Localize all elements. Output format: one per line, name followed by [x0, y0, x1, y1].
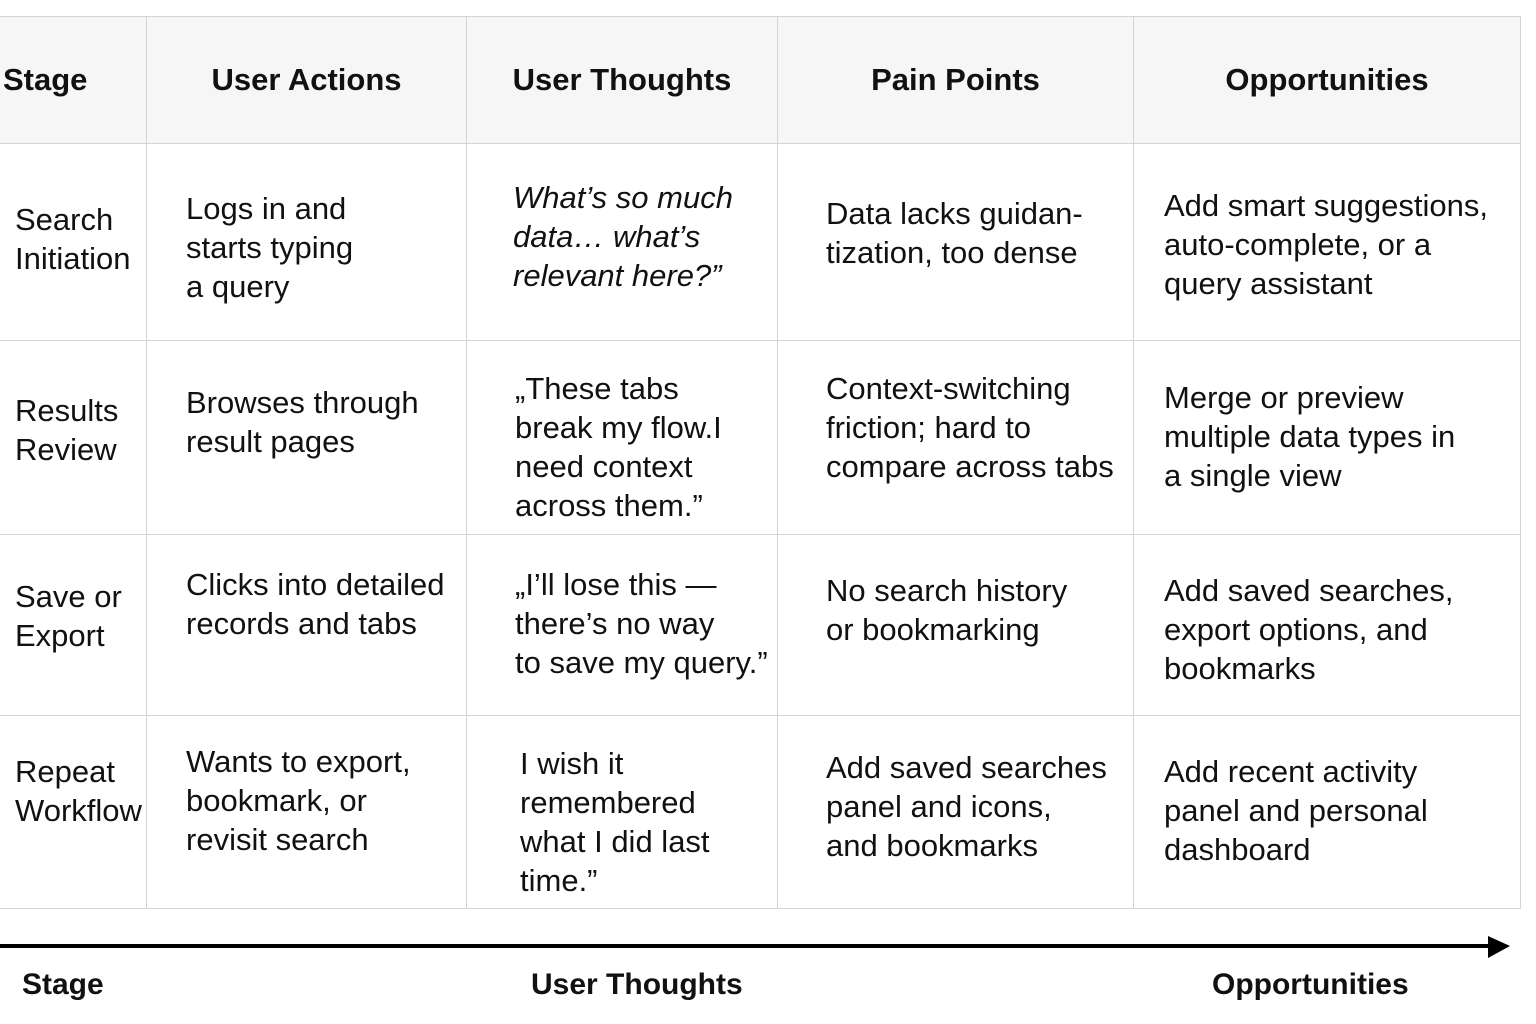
pain-cell: Context-switching friction; hard to comp…	[777, 340, 1134, 535]
thoughts-cell: „These tabs break my flow.I need context…	[466, 340, 778, 535]
thoughts-cell: „I’ll lose this — there’s no way to save…	[466, 534, 778, 716]
actions-cell: Browses through result pages	[146, 340, 467, 535]
stage-label: Results Review	[15, 393, 119, 467]
pain-cell: No search history or bookmarking	[777, 534, 1134, 716]
pain-cell: Data lacks guidan- tization, too dense	[777, 143, 1134, 341]
axis-label-opportunities: Opportunities	[1212, 968, 1409, 1001]
journey-map-table: Stage User Actions User Thoughts Pain Po…	[0, 16, 1521, 909]
opportunities-cell: Add smart suggestions, auto-complete, or…	[1133, 143, 1521, 341]
user-actions-text: Logs in and starts typing a query	[186, 191, 354, 304]
stage-label: Search Initiation	[15, 202, 131, 276]
user-actions-text: Browses through result pages	[186, 385, 419, 459]
journey-axis-arrow	[0, 936, 1510, 958]
stage-cell: Search Initiation	[0, 143, 147, 341]
thoughts-cell: What’s so much data… what’s relevant her…	[466, 143, 778, 341]
table-row: Search Initiation Logs in and starts typ…	[0, 143, 1521, 341]
stage-cell: Save or Export	[0, 534, 147, 716]
pain-points-text: Add saved searches panel and icons, and …	[826, 750, 1107, 863]
opportunities-cell: Merge or preview multiple data types in …	[1133, 340, 1521, 535]
user-thoughts-text: What’s so much data… what’s relevant her…	[513, 180, 733, 293]
opportunities-cell: Add saved searches, export options, and …	[1133, 534, 1521, 716]
user-actions-text: Wants to export, bookmark, or revisit se…	[186, 744, 411, 857]
opportunities-text: Add recent activity panel and personal d…	[1164, 754, 1428, 867]
actions-cell: Wants to export, bookmark, or revisit se…	[146, 715, 467, 909]
axis-label-stage: Stage	[22, 968, 104, 1001]
opportunities-text: Merge or preview multiple data types in …	[1164, 380, 1456, 493]
axis-label-user-thoughts: User Thoughts	[531, 968, 743, 1001]
pain-points-text: No search history or bookmarking	[826, 573, 1068, 647]
pain-points-text: Context-switching friction; hard to comp…	[826, 371, 1114, 484]
thoughts-cell: I wish it remembered what I did last tim…	[466, 715, 778, 909]
stage-cell: Repeat Workflow	[0, 715, 147, 909]
header-user-thoughts: User Thoughts	[466, 16, 778, 144]
stage-label: Save or Export	[15, 579, 122, 653]
table-row: Results Review Browses through result pa…	[0, 340, 1521, 535]
actions-cell: Clicks into detailed records and tabs	[146, 534, 467, 716]
header-opportunities: Opportunities	[1133, 16, 1521, 144]
user-thoughts-text: I wish it remembered what I did last tim…	[520, 746, 710, 898]
header-user-actions: User Actions	[146, 16, 467, 144]
header-stage: Stage	[0, 16, 147, 144]
header-pain-points: Pain Points	[777, 16, 1134, 144]
arrow-head-icon	[1488, 936, 1510, 958]
user-thoughts-text: „These tabs break my flow.I need context…	[515, 371, 722, 523]
header-row: Stage User Actions User Thoughts Pain Po…	[0, 16, 1521, 144]
opportunities-cell: Add recent activity panel and personal d…	[1133, 715, 1521, 909]
user-thoughts-text: „I’ll lose this — there’s no way to save…	[515, 567, 768, 680]
pain-cell: Add saved searches panel and icons, and …	[777, 715, 1134, 909]
pain-points-text: Data lacks guidan- tization, too dense	[826, 196, 1083, 270]
actions-cell: Logs in and starts typing a query	[146, 143, 467, 341]
opportunities-text: Add smart suggestions, auto-complete, or…	[1164, 188, 1488, 301]
opportunities-text: Add saved searches, export options, and …	[1164, 573, 1454, 686]
table-row: Save or Export Clicks into detailed reco…	[0, 534, 1521, 716]
stage-label: Repeat Workflow	[15, 754, 142, 828]
stage-cell: Results Review	[0, 340, 147, 535]
user-actions-text: Clicks into detailed records and tabs	[186, 567, 445, 641]
table-row: Repeat Workflow Wants to export, bookmar…	[0, 715, 1521, 909]
